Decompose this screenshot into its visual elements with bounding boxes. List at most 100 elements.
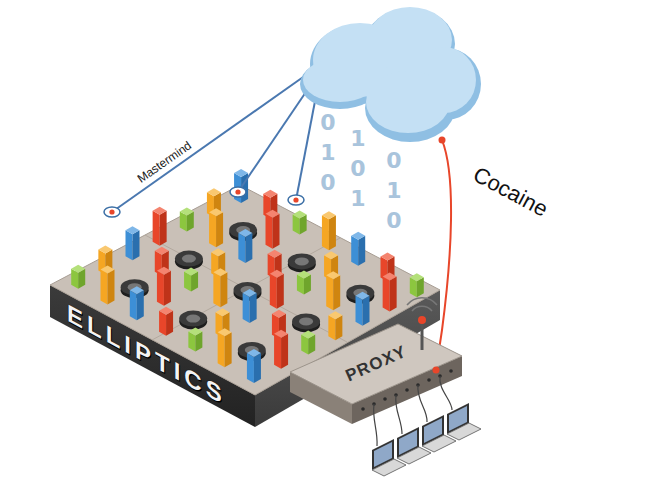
- cube-face: [328, 315, 335, 340]
- cloud-links: [104, 75, 316, 217]
- link-label: Mastermind: [134, 138, 193, 185]
- cube-face: [218, 332, 225, 367]
- cube-top: [324, 251, 338, 259]
- cube-top: [383, 273, 397, 281]
- cube-top: [268, 250, 282, 258]
- cube-face: [137, 290, 144, 320]
- node-text: PROXY: [342, 342, 409, 387]
- link-end: [235, 189, 240, 194]
- disk: [238, 342, 266, 358]
- storage-unit: [297, 270, 311, 294]
- storage-unit: [213, 268, 227, 307]
- binary-digit: 1: [350, 126, 365, 151]
- link-label: Cocaine: [468, 162, 551, 223]
- cube-top: [297, 270, 311, 278]
- storage-unit: [292, 313, 320, 332]
- cube-face: [160, 211, 167, 246]
- cube-top: [98, 245, 112, 253]
- link-line: [296, 96, 316, 200]
- cube-face: [126, 230, 133, 260]
- cube-face: [281, 334, 288, 369]
- proxy-box: PROXY: [339, 339, 413, 390]
- cube-top: [126, 226, 140, 234]
- disk-hub: [295, 257, 309, 265]
- disk: [229, 222, 257, 238]
- wifi-arc: [407, 298, 437, 305]
- cube-top: [209, 208, 223, 216]
- storage-unit: [126, 226, 140, 260]
- cube-top: [130, 286, 144, 294]
- cube-face: [164, 271, 171, 306]
- proxy-top: [290, 324, 462, 404]
- cube-top: [216, 308, 230, 316]
- cube-face: [383, 277, 390, 312]
- cube-face: [322, 215, 329, 250]
- antenna-tip: [418, 316, 426, 324]
- cube-face: [238, 233, 245, 263]
- binary-digit: 0: [350, 156, 365, 181]
- cube-face: [270, 274, 277, 309]
- binary-digit: 0: [386, 148, 401, 173]
- storage-unit: [328, 311, 342, 340]
- binary-digit: 0: [320, 170, 335, 195]
- cube-face: [333, 275, 340, 310]
- storage-unit: [326, 271, 340, 310]
- binary-digit: 0: [320, 110, 335, 135]
- cube-top: [207, 188, 221, 196]
- disk-hub: [299, 317, 313, 325]
- cube-face: [153, 211, 160, 246]
- cube-top: [322, 211, 336, 219]
- storage-unit: [301, 330, 315, 354]
- cube-top: [159, 307, 173, 315]
- cube-face: [250, 293, 257, 323]
- storage-unit: [157, 267, 171, 306]
- storage-unit: [71, 265, 85, 289]
- cube-top: [213, 268, 227, 276]
- cube-face: [130, 290, 137, 320]
- cube-face: [220, 272, 227, 307]
- cube-top: [238, 229, 252, 237]
- cube-top: [155, 247, 169, 255]
- cube-top: [184, 268, 198, 276]
- cube-face: [266, 214, 273, 249]
- disk: [292, 313, 320, 329]
- cube-top: [234, 169, 248, 177]
- cube-top: [270, 270, 284, 278]
- cube-face: [245, 233, 252, 263]
- cube-top: [157, 267, 171, 275]
- storage-unit: [410, 273, 424, 297]
- platform-top: [50, 185, 440, 395]
- cube-face: [213, 272, 220, 307]
- storage-unit: [159, 307, 173, 336]
- cube-top: [188, 328, 202, 336]
- storage-unit: [209, 208, 223, 247]
- storage-unit: [356, 292, 370, 326]
- cube-top: [356, 292, 370, 300]
- link-end: [293, 197, 298, 202]
- link-end: [230, 187, 246, 197]
- cube-top: [247, 349, 261, 357]
- storage-unit: [238, 229, 252, 263]
- storage-unit: [101, 265, 115, 304]
- cube-top: [326, 271, 340, 279]
- laptops: [372, 403, 481, 476]
- antenna: [421, 324, 424, 350]
- cube-face: [133, 230, 140, 260]
- cube-face: [157, 271, 164, 306]
- disk: [346, 285, 374, 301]
- cube-face: [209, 212, 216, 247]
- cube-face: [351, 236, 358, 266]
- storage-unit: [351, 232, 365, 266]
- disk-hub: [186, 315, 200, 323]
- link-end: [109, 209, 114, 214]
- cube-face: [326, 275, 333, 310]
- cube-face: [101, 269, 108, 304]
- cube-top: [243, 289, 257, 297]
- storage-unit: [288, 253, 316, 272]
- cube-face: [243, 293, 250, 323]
- storage-unit: [247, 349, 261, 383]
- storage-unit: [188, 328, 202, 352]
- proxy-device: [290, 298, 462, 424]
- cocaine-wire: [436, 140, 451, 370]
